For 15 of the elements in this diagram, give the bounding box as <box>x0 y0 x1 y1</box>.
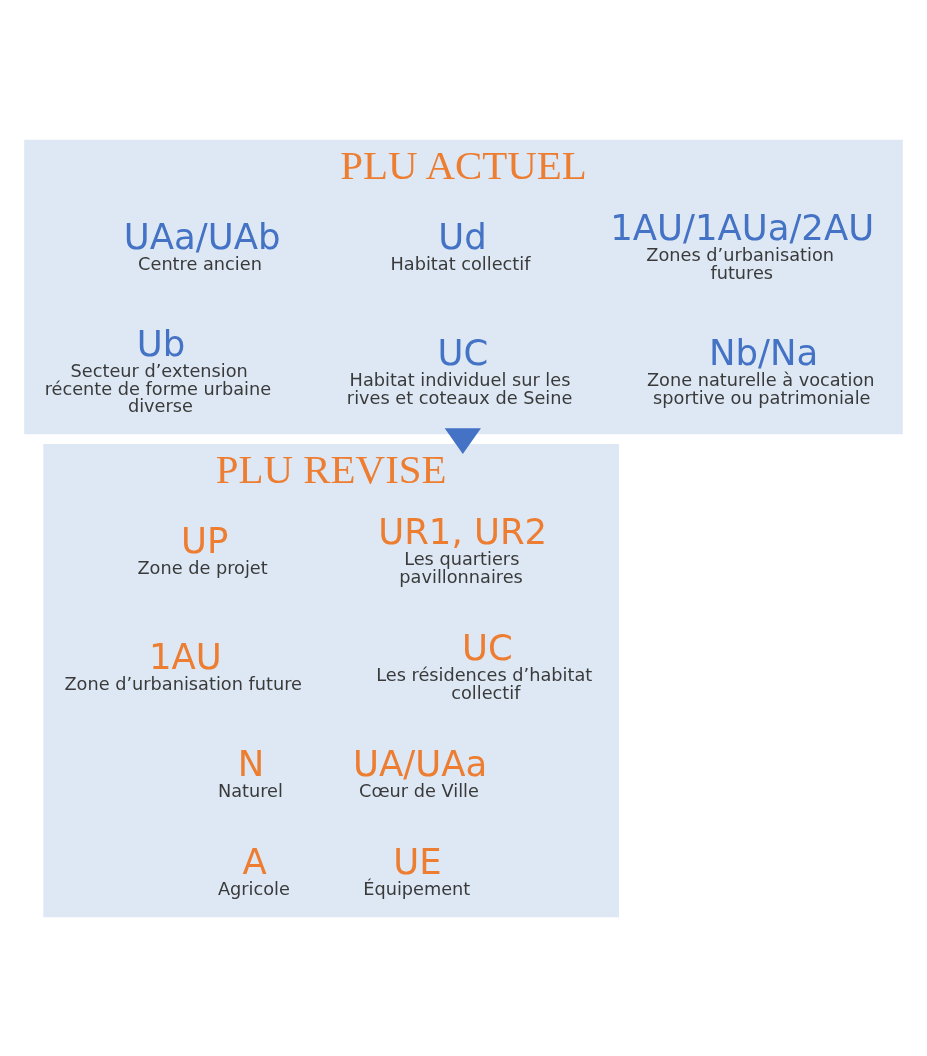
node-text: UC Habitat individuel sur les rives et coteaux de Seine <box>346 331 573 408</box>
node-text: N Naturel <box>217 742 283 801</box>
node-text: UA/UAa Cœur de Ville <box>353 742 488 801</box>
node-text: UAa/UAb Centre ancien <box>123 215 281 274</box>
node-text: UE Équipement <box>363 840 471 899</box>
node-text: Nb/Na Zone naturelle à vocation sportive ou patrimoniale <box>646 331 875 408</box>
node-text: Ud Habitat collectif <box>390 215 531 274</box>
node-text: UR1, UR2 Les quartiers pavillonnaires <box>378 510 548 587</box>
arrow <box>444 427 481 454</box>
node-text: A Agricole <box>217 840 290 899</box>
node-text: 1AU/1AUa/2AU Zones d’urbanisation futures <box>610 206 875 283</box>
node-text: Ub Secteur d’extension récente de forme urbaine diverse <box>44 322 272 416</box>
node-text: UP Zone de projet <box>137 519 268 578</box>
node-text: 1AU Zone d’urbanisation future <box>64 635 302 694</box>
node-text: UC Les résidences d’habitat collectif <box>376 626 593 703</box>
